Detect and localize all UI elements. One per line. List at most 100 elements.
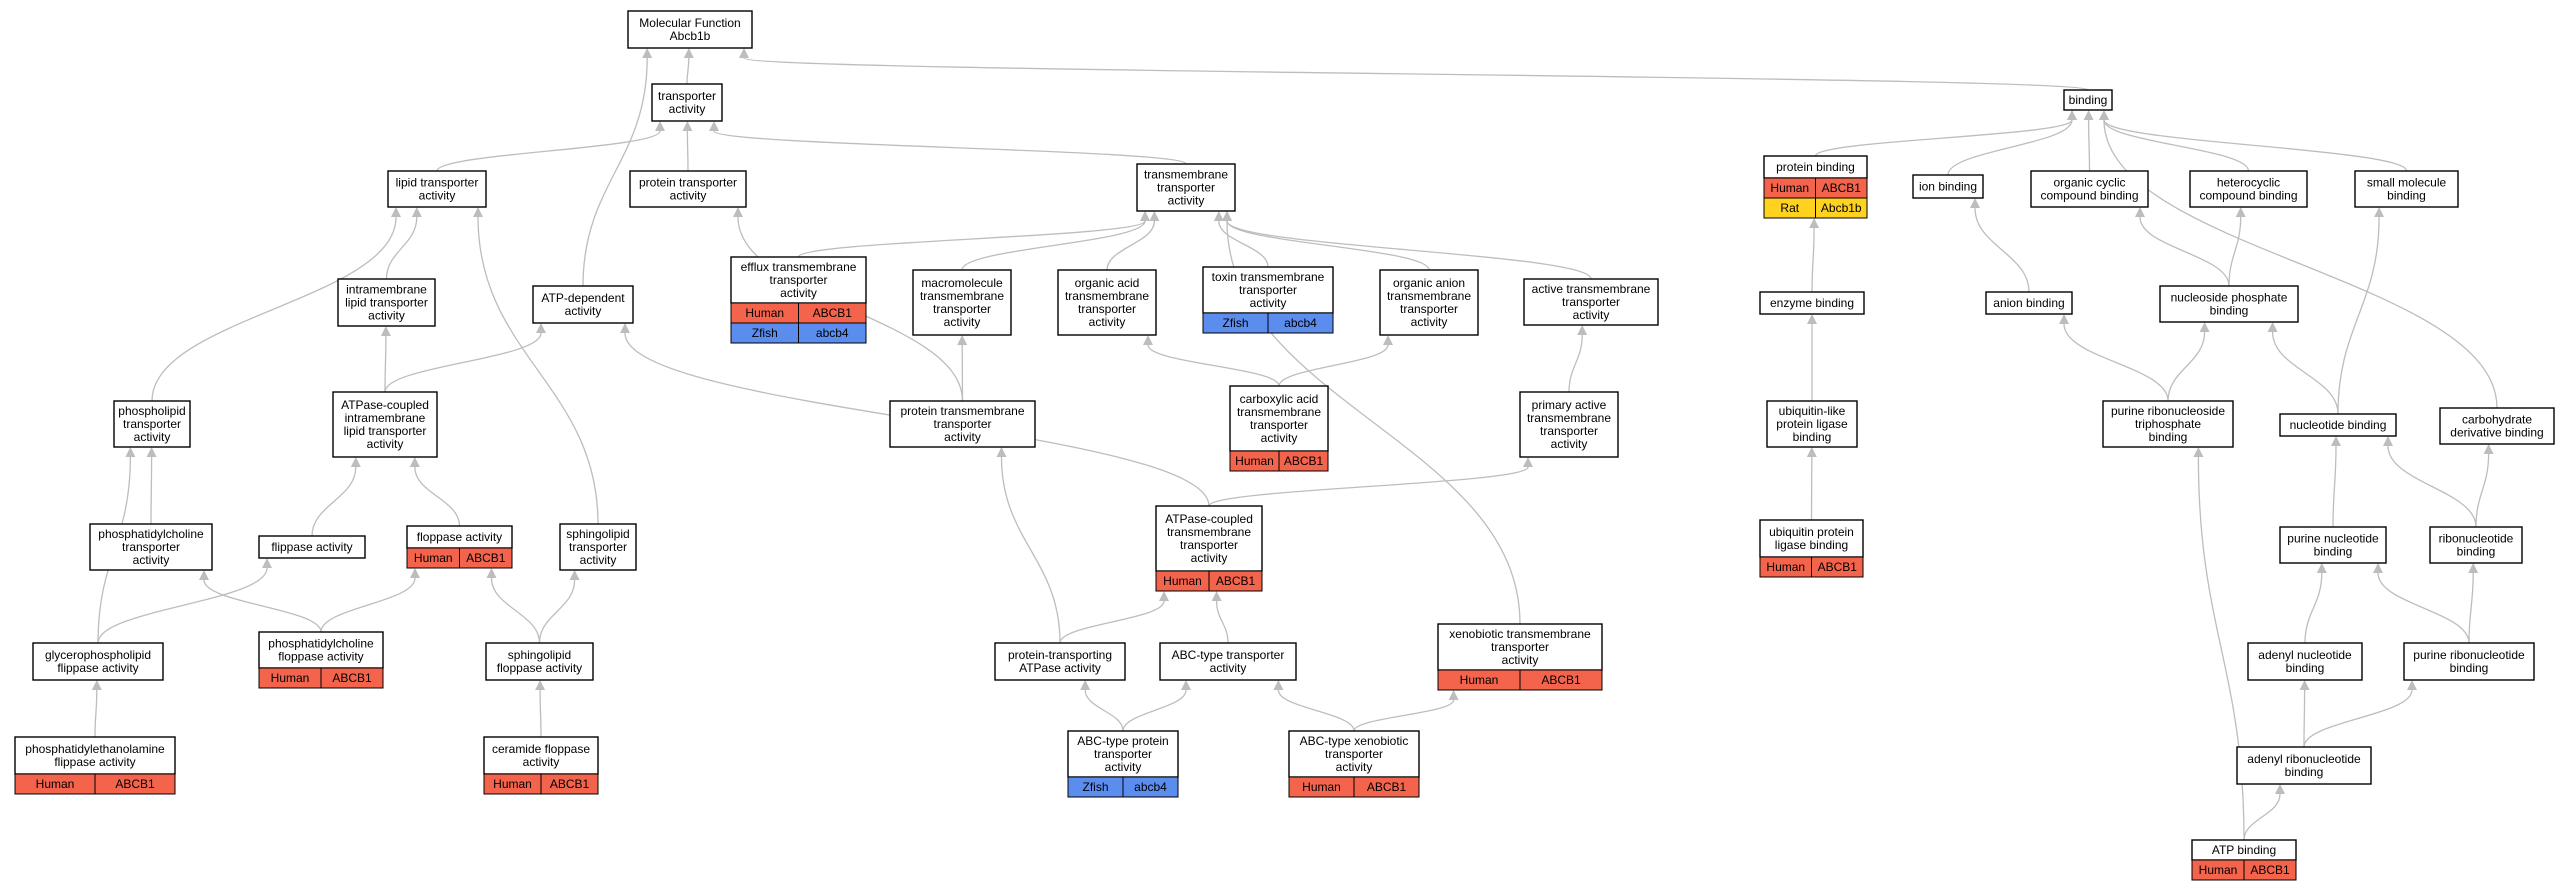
node-label: purine nucleotide xyxy=(2287,532,2379,546)
edge-arrowhead xyxy=(996,447,1007,457)
node-label: activity xyxy=(780,286,817,300)
node-label: ATP-dependent xyxy=(541,291,625,305)
node-label: compound binding xyxy=(2199,189,2297,203)
go-term-node[interactable]: xenobiotic transmembranetransporteractiv… xyxy=(1437,623,1603,691)
go-term-node[interactable]: ABC-type proteintransporteractivityZfish… xyxy=(1067,730,1179,798)
species-label: Zfish xyxy=(752,326,778,340)
node-label: transmembrane xyxy=(920,289,1004,303)
node-label: transporter xyxy=(1491,640,1549,654)
node-label: flippase activity xyxy=(57,661,138,675)
edge-line xyxy=(2063,323,2169,402)
edge-arrowhead xyxy=(1080,680,1091,690)
go-term-node[interactable]: carboxylic acidtransmembranetransportera… xyxy=(1229,385,1329,472)
edge-arrowhead xyxy=(409,457,420,467)
go-term-node[interactable]: nucleotide binding xyxy=(2279,413,2397,437)
go-term-node[interactable]: organic acidtransmembranetransporteracti… xyxy=(1057,269,1157,336)
edge-arrowhead xyxy=(569,570,580,580)
node-label: phosphatidylcholine xyxy=(98,527,204,541)
go-term-node[interactable]: ion binding xyxy=(1912,174,1984,199)
go-term-node[interactable]: enzyme binding xyxy=(1759,291,1865,315)
edge-arrowhead xyxy=(655,121,665,131)
node-label: activity xyxy=(368,309,405,323)
node-box xyxy=(2189,170,2308,208)
species-label: Zfish xyxy=(1082,780,1108,794)
go-term-node[interactable]: flippase activity xyxy=(258,535,366,559)
go-term-node[interactable]: binding xyxy=(2063,89,2113,111)
go-term-node[interactable]: primary activetransmembranetransporterac… xyxy=(1519,391,1619,458)
edge-arrowhead xyxy=(1143,335,1153,345)
node-box xyxy=(332,391,438,458)
node-label: activity xyxy=(1168,194,1205,208)
go-term-node[interactable]: organic aniontransmembranetransporteract… xyxy=(1379,269,1479,336)
edge-line xyxy=(150,456,153,525)
node-label: floppase activity xyxy=(278,650,363,664)
edge-arrowhead xyxy=(620,323,630,333)
node-label: activity xyxy=(1411,315,1448,329)
node-label: binding xyxy=(2285,765,2324,779)
node-label: flippase activity xyxy=(271,540,352,554)
node-label: nucleoside phosphate xyxy=(2171,291,2288,305)
edge-arrowhead xyxy=(2299,680,2310,690)
edge-arrowhead xyxy=(2099,110,2109,120)
go-term-node[interactable]: anion binding xyxy=(1985,291,2073,315)
edge-line xyxy=(2337,216,2380,415)
edge-line xyxy=(436,130,661,172)
node-label: Molecular Function xyxy=(639,16,740,30)
go-term-node[interactable]: toxin transmembranetransporteractivityZf… xyxy=(1202,266,1334,334)
edge-arrowhead xyxy=(2235,207,2246,217)
edge-arrowhead xyxy=(1448,690,1459,700)
node-label: glycerophospholipid xyxy=(45,648,151,662)
gene-label: ABCB1 xyxy=(1541,673,1581,687)
edge-arrowhead xyxy=(1383,335,1393,345)
edge-line xyxy=(538,579,576,644)
edge-arrowhead xyxy=(1809,218,1820,228)
edge-line xyxy=(1811,227,1815,293)
node-box xyxy=(1985,291,2073,315)
go-term-node[interactable]: macromoleculetransmembranetransporteract… xyxy=(912,269,1012,336)
go-term-node[interactable]: efflux transmembranetransporteractivityH… xyxy=(730,256,867,344)
node-label: activity xyxy=(1210,661,1247,675)
go-term-node[interactable]: ATPase-coupledtransmembranetransporterac… xyxy=(1155,505,1263,592)
node-label: activity xyxy=(565,304,602,318)
edge-line xyxy=(1353,699,1455,732)
go-term-node[interactable]: ABC-type xenobiotictransporteractivityHu… xyxy=(1288,730,1420,798)
node-label: transporter xyxy=(658,89,716,103)
node-label: ion binding xyxy=(1919,180,1977,194)
